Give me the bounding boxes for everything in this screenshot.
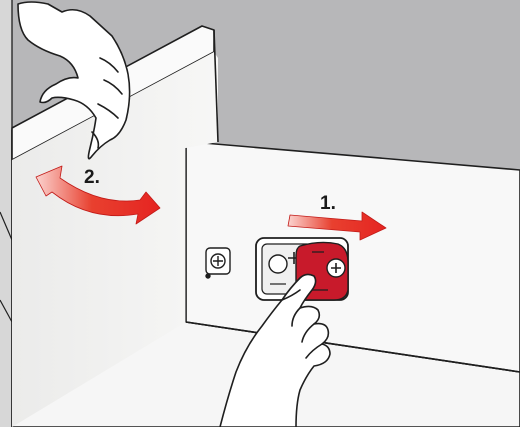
step-2-label: 2. [84, 167, 100, 188]
left-frame-strip [0, 0, 12, 427]
step-1-label: 1. [320, 193, 336, 214]
cam-fitting-icon [206, 248, 230, 278]
